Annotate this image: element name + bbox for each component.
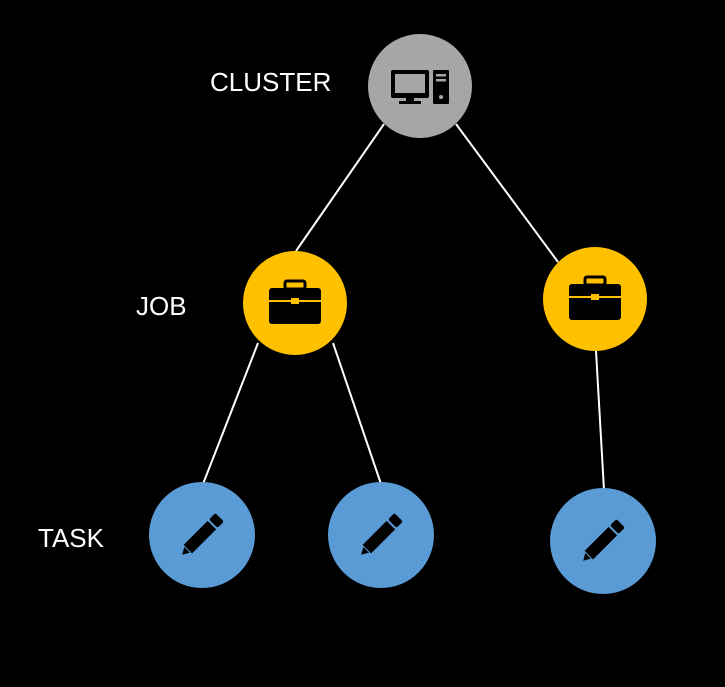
task-level-label: TASK bbox=[38, 523, 105, 553]
edge-job-1-task-1 bbox=[202, 342, 259, 485]
pencil-icon bbox=[583, 519, 625, 561]
task-node-1 bbox=[149, 482, 255, 588]
briefcase-icon bbox=[569, 275, 621, 320]
job-node-2 bbox=[543, 247, 647, 351]
cluster-node bbox=[368, 34, 472, 138]
edge-cluster-job-1 bbox=[295, 123, 385, 252]
task-node-2 bbox=[328, 482, 434, 588]
edge-job-1-task-2 bbox=[332, 342, 382, 485]
computer-icon bbox=[391, 70, 449, 104]
briefcase-icon bbox=[269, 279, 321, 324]
job-node-1 bbox=[243, 251, 347, 355]
task-node-3 bbox=[550, 488, 656, 594]
pencil-icon bbox=[182, 513, 224, 555]
cluster-level-label: CLUSTER bbox=[210, 67, 331, 97]
job-level-label: JOB bbox=[136, 291, 187, 321]
edges bbox=[202, 123, 605, 491]
pencil-icon bbox=[361, 513, 403, 555]
edge-cluster-job-2 bbox=[455, 123, 559, 263]
edge-job-2-task-3 bbox=[595, 350, 605, 491]
